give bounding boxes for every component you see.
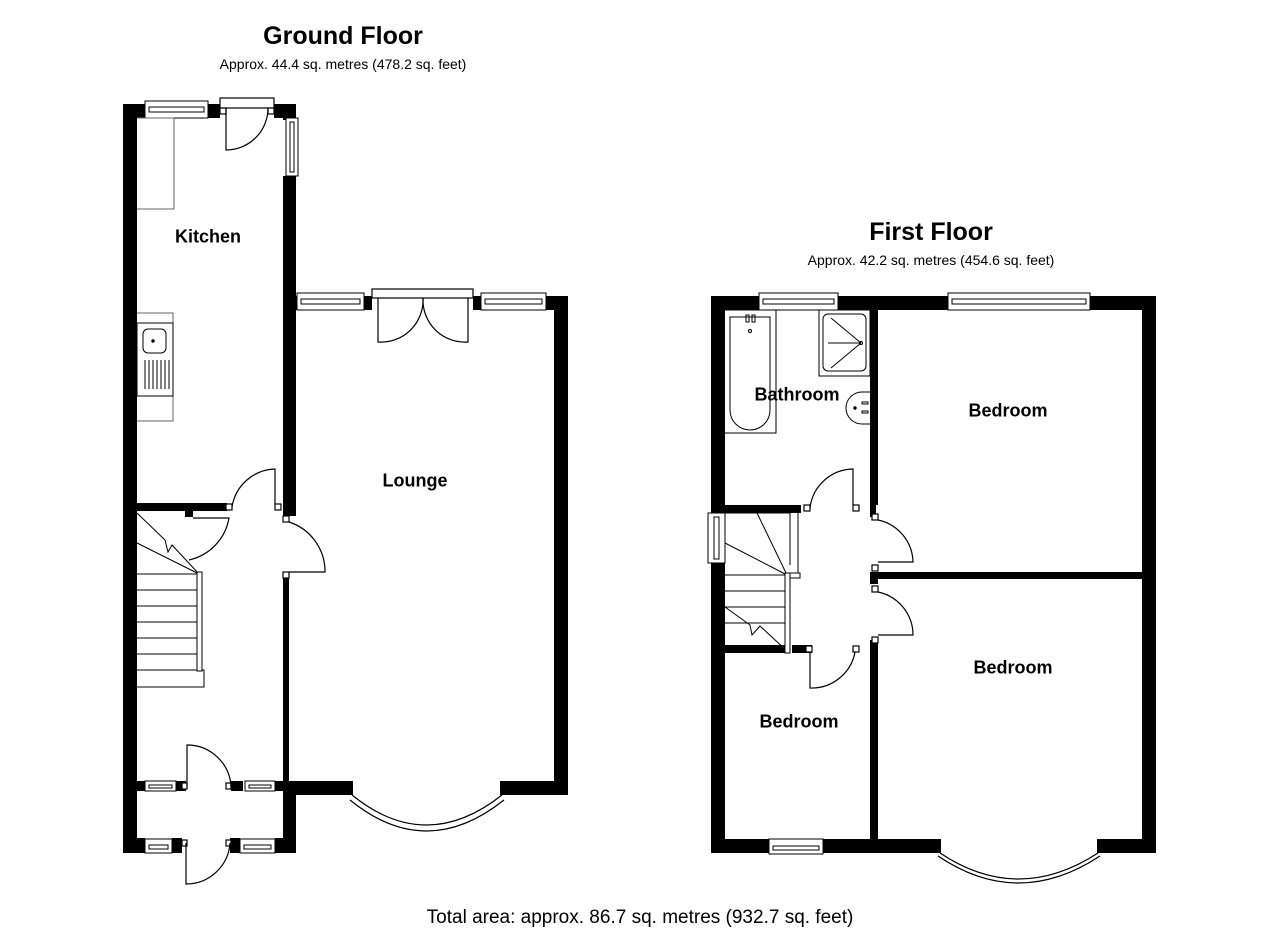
total-area: Total area: approx. 86.7 sq. metres (932… — [426, 907, 854, 928]
first-floor-windows — [707, 292, 1091, 855]
ground-floor-title: Ground Floor — [263, 22, 423, 50]
room-label-kitchen: Kitchen — [174, 226, 242, 247]
lounge-bay-window — [349, 794, 505, 832]
front-bedroom-bay-window — [937, 852, 1101, 884]
first-floor-stairs — [724, 512, 801, 654]
ground-floor-doors — [181, 97, 474, 885]
ground-floor-plan — [123, 97, 568, 885]
first-floor-walls — [711, 296, 1156, 853]
room-label-bathroom: Bathroom — [754, 384, 840, 405]
first-floor-title: First Floor — [869, 218, 993, 246]
room-label-bedroom-small: Bedroom — [759, 711, 839, 732]
room-label-lounge: Lounge — [382, 470, 448, 491]
first-floor-area: Approx. 42.2 sq. metres (454.6 sq. feet) — [807, 252, 1055, 268]
first-floor-plan — [707, 292, 1156, 884]
ground-floor-stairs — [136, 512, 205, 688]
kitchen-units — [136, 117, 175, 422]
ground-floor-area: Approx. 44.4 sq. metres (478.2 sq. feet) — [219, 56, 467, 72]
room-label-bedroom-front: Bedroom — [973, 657, 1053, 678]
first-floor-doors — [803, 468, 914, 689]
ground-floor-walls — [123, 104, 568, 853]
ground-floor-windows — [144, 100, 547, 854]
room-label-bedroom-rear: Bedroom — [968, 400, 1048, 421]
bathroom-fixtures — [725, 309, 871, 434]
